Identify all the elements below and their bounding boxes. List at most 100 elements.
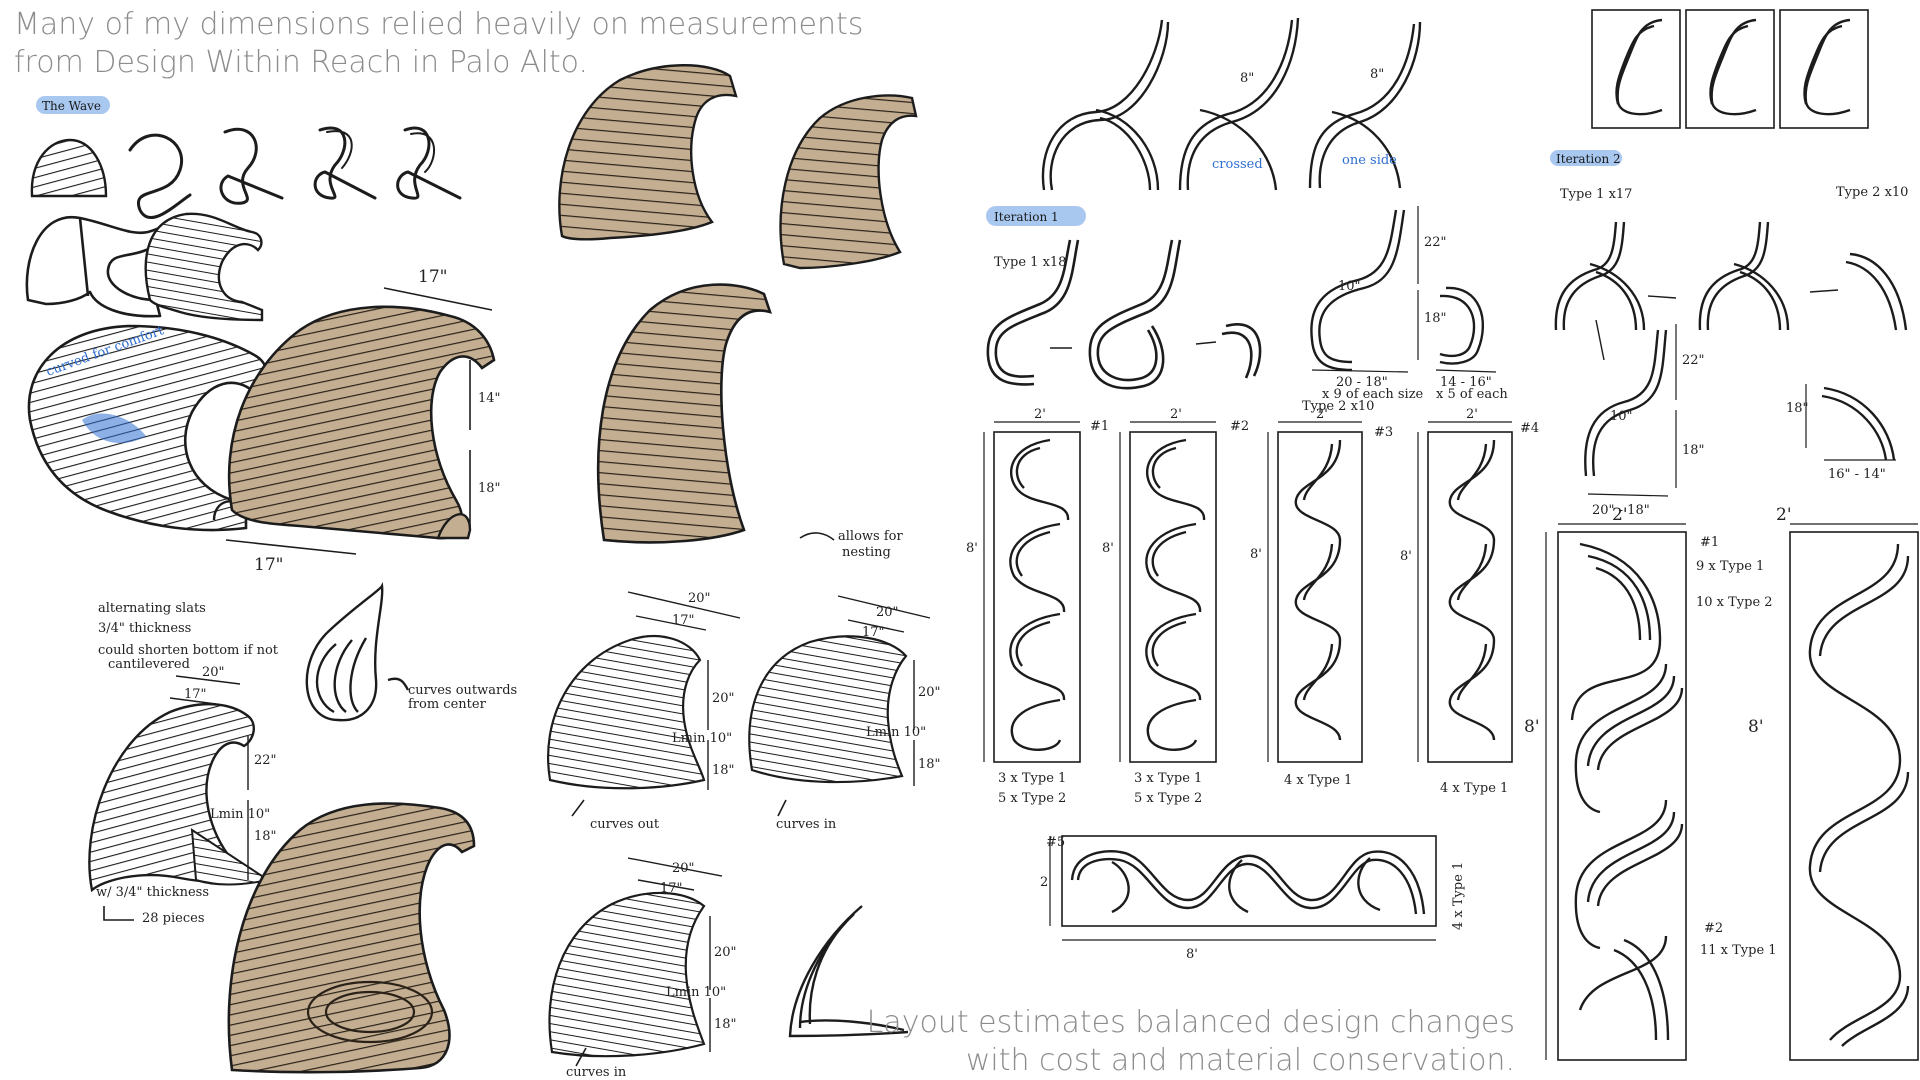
arrow-curves-out bbox=[571, 799, 585, 817]
iter2-board-1-height: 8' bbox=[1524, 717, 1540, 737]
iter1-type1-label: Type 1 x18 bbox=[994, 255, 1066, 270]
iter2-board-1-id: #1 bbox=[1700, 535, 1719, 550]
iter1-dim-width-14: 14 - 16" bbox=[1440, 375, 1492, 390]
outward-curve-sketch bbox=[305, 581, 410, 722]
render-chair-3 bbox=[596, 283, 773, 544]
iter1-dim-22: 22" bbox=[1424, 235, 1447, 250]
iter1-board-5-height: 2' bbox=[1040, 875, 1052, 890]
caption-top-line-1: Many of my dimensions relied heavily on … bbox=[14, 7, 864, 42]
dim-17-small: 17" bbox=[184, 687, 207, 702]
dim-s17a: 17" bbox=[672, 613, 695, 628]
wave-chair-outline bbox=[25, 215, 200, 318]
note-curves-out: curves out bbox=[590, 817, 660, 832]
note-curves-outwards-1: curves outwards bbox=[408, 683, 517, 698]
dim-lmin-a: Lmin 10" bbox=[672, 731, 732, 746]
note-allows-nesting-1: allows for bbox=[838, 529, 903, 544]
note-curves-in-2: curves in bbox=[566, 1065, 627, 1080]
iter1-dim-width-20: 20 - 18" bbox=[1336, 375, 1388, 390]
iter2-dim-width-20: 20" - 18" bbox=[1592, 503, 1650, 518]
wave-curve-sketches bbox=[30, 126, 462, 219]
small-chair-dimensions bbox=[169, 675, 249, 880]
iter1-piece-sketches bbox=[986, 239, 1262, 390]
iter1-board-2 bbox=[1119, 421, 1217, 763]
iter1-board-3-id: #3 bbox=[1374, 425, 1393, 440]
note-pieces: 28 pieces bbox=[142, 911, 205, 926]
arrow-curves-in bbox=[777, 799, 787, 817]
note-crossed: crossed bbox=[1212, 157, 1263, 172]
iter2-board-1-count1: 9 x Type 1 bbox=[1696, 559, 1764, 574]
caption-bottom-line-1: Layout estimates balanced design changes bbox=[866, 1005, 1515, 1040]
iter1-board-5 bbox=[1049, 835, 1437, 941]
wave-chair-slatted bbox=[144, 212, 264, 322]
iter2-board-1-id2: #2 bbox=[1704, 921, 1723, 936]
dim-s17b: 17" bbox=[862, 625, 885, 640]
iter2-board-1-count3: 11 x Type 1 bbox=[1700, 943, 1777, 958]
wave-chair-dimensions bbox=[225, 287, 493, 555]
iter1-board-2-id: #2 bbox=[1230, 419, 1249, 434]
iter2-type2-label: Type 2 x10 bbox=[1836, 185, 1908, 200]
sketch-chair-curves-out bbox=[547, 591, 741, 790]
iter1-board-4 bbox=[1417, 421, 1513, 763]
dim-s20c: 20" bbox=[672, 861, 695, 876]
dim-18-small: 18" bbox=[254, 829, 277, 844]
iter1-board-2-height: 8' bbox=[1102, 541, 1114, 556]
wave-chair-wood-bottom bbox=[227, 802, 476, 1074]
iter1-board-1-width: 2' bbox=[1034, 407, 1046, 422]
dim-20-small: 20" bbox=[202, 665, 225, 680]
iter2-dimensioned-pieces bbox=[1584, 324, 1896, 497]
sketch-chair-curves-in-2 bbox=[548, 857, 723, 1058]
iter1-board-1 bbox=[983, 421, 1081, 763]
iter1-note-a: x 9 of each size bbox=[1322, 387, 1424, 402]
iter2-board-1 bbox=[1545, 523, 1687, 1061]
arrow-nesting bbox=[799, 532, 835, 541]
bullet-notes: alternating slats 3/4" thickness could s… bbox=[98, 601, 279, 672]
iter1-board-3 bbox=[1267, 421, 1363, 763]
iter2-piece-sketches bbox=[1554, 221, 1908, 361]
iter1-board-2-count1: 3 x Type 1 bbox=[1134, 771, 1202, 786]
iter1-note-b: x 5 of each bbox=[1436, 387, 1508, 402]
caption-bottom: Layout estimates balanced design changes… bbox=[867, 1004, 1515, 1080]
renders-section: allows for nesting 20" 17" 20" 18" Lmin … bbox=[547, 64, 941, 1080]
iter2-dim-18b: 18" bbox=[1786, 401, 1809, 416]
tag-iteration2-label: Iteration 2 bbox=[1556, 152, 1621, 166]
dim-elev-8b: 8" bbox=[1370, 67, 1384, 82]
iter2-board-1-width: 2' bbox=[1612, 505, 1628, 525]
bullet-3: could shorten bottom if not bbox=[98, 643, 279, 658]
iter1-board-5-count: 4 x Type 1 bbox=[1451, 862, 1466, 930]
iter2-dim-18: 18" bbox=[1682, 443, 1705, 458]
wave-chair-large-light bbox=[27, 324, 268, 532]
dim-lmin-c: Lmin 10" bbox=[666, 985, 726, 1000]
iter1-dimensioned-pieces bbox=[1310, 206, 1497, 373]
iter1-board-2-width: 2' bbox=[1170, 407, 1182, 422]
arrow-curves-in-2 bbox=[575, 1047, 587, 1067]
iter2-dim-width-16: 16" - 14" bbox=[1828, 467, 1886, 482]
dim-v20b: 20" bbox=[918, 685, 941, 700]
dim-v18c: 18" bbox=[714, 1017, 737, 1032]
iter2-type1-label: Type 1 x17 bbox=[1560, 187, 1632, 202]
iter1-board-4-count1: 4 x Type 1 bbox=[1440, 781, 1508, 796]
iter1-board-2-count2: 5 x Type 2 bbox=[1134, 791, 1202, 806]
tag-iteration2: Iteration 2 bbox=[1550, 150, 1622, 166]
tag-iteration1: Iteration 1 bbox=[986, 206, 1086, 226]
iter1-board-1-id: #1 bbox=[1090, 419, 1109, 434]
iter1-dim-18: 18" bbox=[1424, 311, 1447, 326]
wave-section: The Wave curved for comfort bbox=[25, 96, 517, 1074]
iteration2-section: Iteration 2 Type 1 x17 Type 2 x10 bbox=[1524, 9, 1919, 1061]
dim-v18a: 18" bbox=[712, 763, 735, 778]
iter1-type2-label: Type 2 x10 bbox=[1302, 399, 1374, 414]
iter1-board-3-count1: 4 x Type 1 bbox=[1284, 773, 1352, 788]
iter2-board-1-count2: 10 x Type 2 bbox=[1696, 595, 1773, 610]
dim-v20a: 20" bbox=[712, 691, 735, 706]
iter1-dim-10: 10" bbox=[1338, 279, 1361, 294]
iter2-board-2-width: 2' bbox=[1776, 505, 1792, 525]
dim-s20a: 20" bbox=[688, 591, 711, 606]
sketch-chair-curves-in bbox=[748, 595, 931, 786]
iter2-board-2-height: 8' bbox=[1748, 717, 1764, 737]
iter2-dim-22: 22" bbox=[1682, 353, 1705, 368]
note-curves-in: curves in bbox=[776, 817, 837, 832]
bullet-2: 3/4" thickness bbox=[98, 621, 191, 636]
note-one-side: one side bbox=[1342, 153, 1397, 168]
dim-height-18: 18" bbox=[478, 481, 501, 496]
iter1-board-3-height: 8' bbox=[1250, 547, 1262, 562]
